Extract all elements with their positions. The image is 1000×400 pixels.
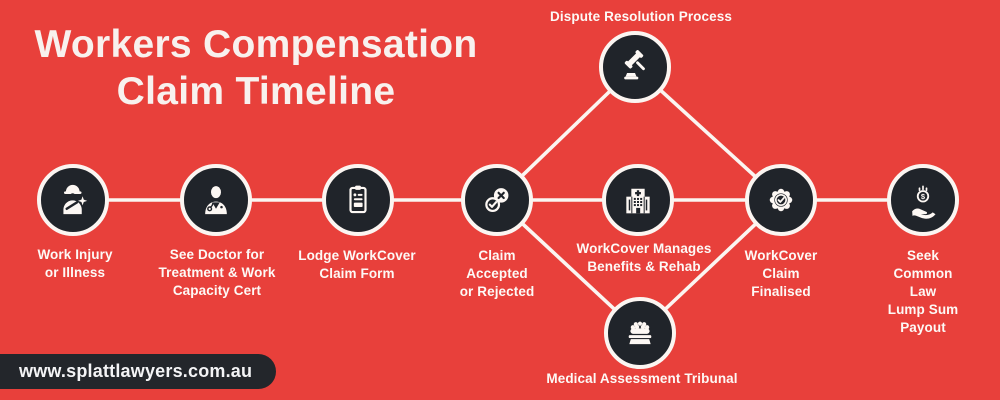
gavel-icon — [624, 50, 645, 80]
branch-node-medical-tribunal — [604, 297, 676, 369]
claim-form-icon — [349, 185, 367, 214]
accept-reject-icon — [485, 188, 509, 212]
badge-check-icon — [769, 188, 793, 212]
branch-label-dispute-resolution: Dispute Resolution Process — [550, 9, 732, 24]
step-label-lodge-claim: Lodge WorkCover Claim Form — [298, 248, 416, 282]
step-node-claim-finalised — [745, 164, 817, 236]
branch-label-medical-tribunal: Medical Assessment Tribunal — [546, 371, 738, 386]
hospital-icon — [626, 188, 650, 214]
step-node-work-injury — [37, 164, 109, 236]
svg-text:$: $ — [921, 192, 926, 201]
step-node-lump-sum-payout: $ — [887, 164, 959, 236]
step-label-workcover-manages: WorkCover Manages Benefits & Rehab — [576, 241, 712, 275]
step-node-claim-decision — [461, 164, 533, 236]
worker-injury-icon — [63, 184, 88, 215]
page-title-line2: Claim Timeline — [116, 69, 396, 113]
tribunal-icon — [628, 321, 652, 345]
hand-payout-icon: $ — [912, 185, 936, 219]
step-label-work-injury: Work Injury or Illness — [37, 247, 113, 281]
page-title-line1: Workers Compensation — [34, 23, 478, 66]
step-label-see-doctor: See Doctor for Treatment & Work Capacity… — [158, 247, 276, 299]
footer-url-text: www.splattlawyers.com.au — [19, 361, 253, 381]
step-label-claim-finalised: WorkCover Claim Finalised — [744, 248, 818, 300]
doctor-icon — [205, 186, 227, 215]
step-label-lump-sum-payout: Seek Common Law Lump Sum Payout — [887, 248, 959, 336]
step-node-workcover-manages — [602, 164, 674, 236]
branch-node-dispute-resolution — [599, 31, 671, 103]
page-title: Workers Compensation Claim Timeline — [10, 22, 502, 116]
step-label-claim-decision: Claim Accepted or Rejected — [459, 248, 535, 300]
step-node-lodge-claim — [322, 164, 394, 236]
step-node-see-doctor — [180, 164, 252, 236]
footer-url-pill: www.splattlawyers.com.au — [0, 354, 277, 389]
